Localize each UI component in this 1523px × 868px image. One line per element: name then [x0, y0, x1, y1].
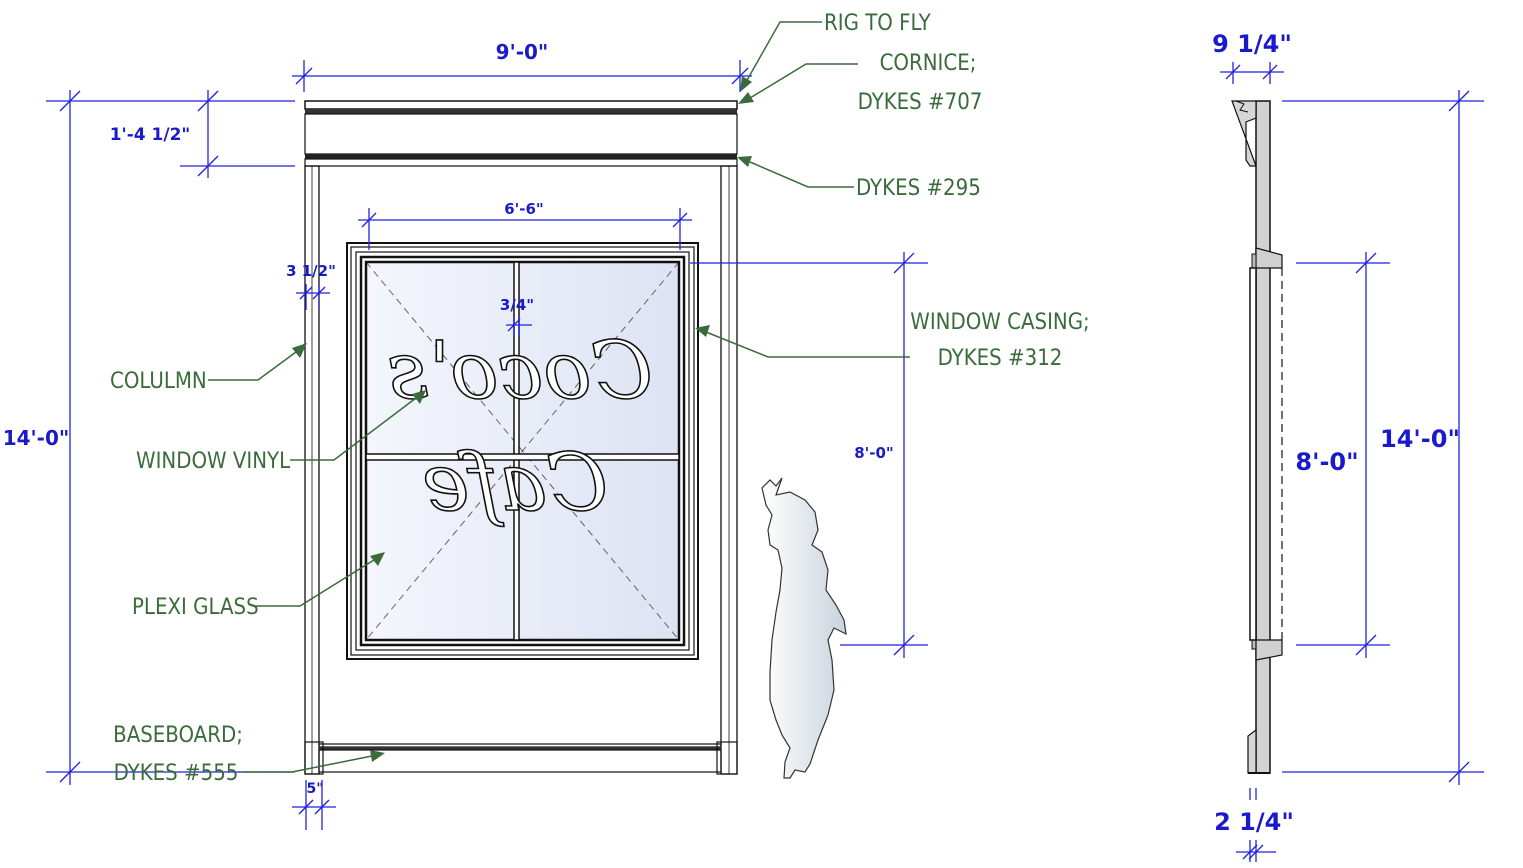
label-baseboard: BASEBOARD; [113, 723, 243, 748]
dim-window-width: 6'-6" [504, 200, 544, 218]
dim-overall-height: 14'-0" [3, 426, 70, 450]
cornice [304, 100, 738, 167]
label-baseboard-dykes: DYKES #555 [114, 761, 239, 786]
dim-side-wall-thickness: 2 1/4" [1214, 808, 1294, 836]
dim-column-width: 3 1/2" [286, 262, 336, 280]
vinyl-text-line2: Cafe [422, 436, 608, 529]
human-figure [761, 477, 847, 779]
label-plexi-glass: PLEXI GLASS [132, 595, 259, 620]
dim-overall-width: 9'-0" [496, 40, 549, 64]
window-vinyl: Coco's Cafe [387, 323, 654, 530]
label-dykes-295: DYKES #295 [856, 176, 981, 201]
dim-side-window-height: 8'-0" [1295, 448, 1358, 476]
window-casing [346, 242, 699, 660]
dim-cornice-height: 1'-4 1/2" [110, 125, 191, 145]
dim-baseboard-width: 5" [306, 781, 323, 797]
column-left [304, 165, 320, 775]
label-window-vinyl: WINDOW VINYL [136, 449, 290, 474]
column-right [720, 165, 738, 775]
label-window-casing: WINDOW CASING; [910, 310, 1089, 335]
label-cornice-dykes: DYKES #707 [858, 90, 983, 115]
dim-mullion-width: 3/4" [500, 296, 534, 314]
label-window-casing-dykes: DYKES #312 [938, 346, 1063, 371]
mullions [365, 261, 680, 641]
baseboard [304, 741, 738, 775]
dimension-lines [46, 60, 1484, 862]
label-cornice: CORNICE; [880, 51, 977, 76]
label-column: COLULMN [110, 369, 207, 394]
dim-side-overall-height: 14'-0" [1380, 425, 1460, 453]
callout-leaders [208, 21, 910, 773]
dimension-text: 9'-0" 1'-4 1/2" 6'-6" 3 1/2" 3/4" 14'-0"… [3, 30, 1460, 836]
side-section [1231, 100, 1283, 774]
dim-window-height: 8'-0" [854, 444, 894, 462]
label-rig-to-fly: RIG TO FLY [824, 11, 932, 36]
dim-side-depth: 9 1/4" [1212, 30, 1292, 58]
callout-labels: RIG TO FLY CORNICE; DYKES #707 DYKES #29… [110, 11, 1090, 786]
vinyl-text-line1: Coco's [387, 324, 652, 417]
